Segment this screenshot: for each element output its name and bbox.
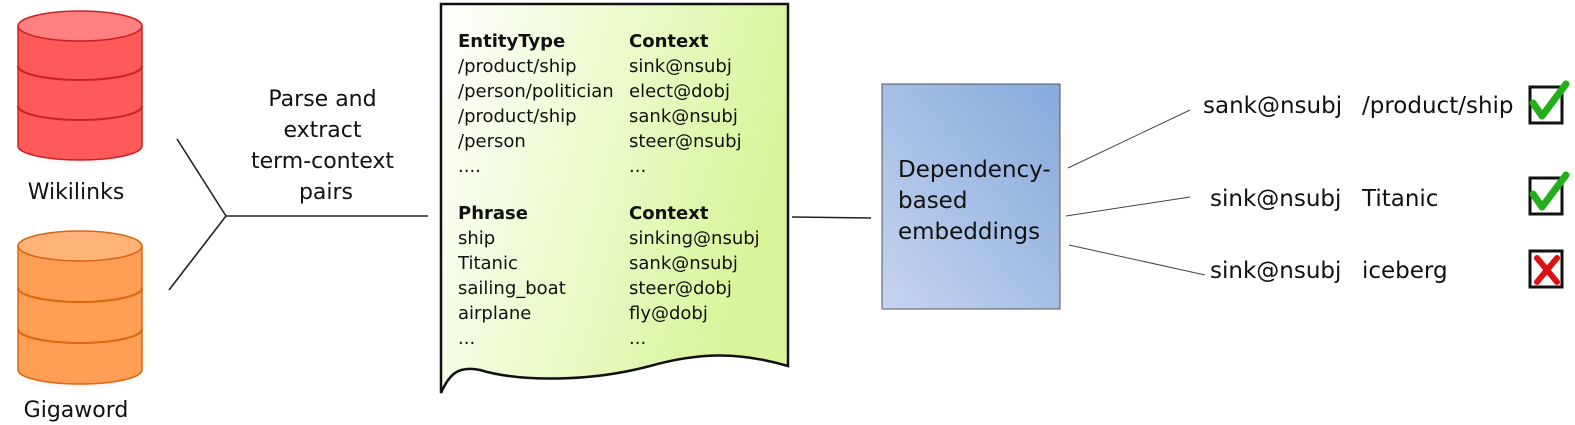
entity-row-term: /product/ship [458,56,577,77]
wikilinks-database-icon [2,10,158,170]
result-row: sink@nsubj Titanic [1210,186,1438,212]
entity-type-header: EntityType [458,31,565,52]
phrase-row-term: airplane [458,303,531,324]
merge-connector [168,138,428,291]
process-label: Parse and extract term-context pairs [251,87,401,205]
entity-row-context: sink@nsubj [629,56,732,77]
entity-context-header: Context [629,31,709,52]
process-label-line: pairs [299,180,353,205]
phrase-row-term: ship [458,228,495,249]
entity-row-term: .... [458,156,481,177]
phrase-row-context: sank@nsubj [629,253,738,274]
phrase-row-term: sailing_boat [458,278,566,299]
result-context: sink@nsubj [1210,186,1341,212]
phrase-table: Phrase Context ship sinking@nsubj Titani… [457,203,760,349]
process-label-line: Parse and [268,87,376,112]
embeddings-box [881,83,1061,310]
phrase-row-context: sinking@nsubj [629,228,760,249]
phrase-header: Phrase [458,203,528,224]
result-row: sink@nsubj iceberg [1210,258,1448,284]
phrase-context-header: Context [629,203,709,224]
phrase-row-context: steer@dobj [629,278,732,299]
embeddings-label-line: based [898,188,967,214]
entity-row-context: steer@nsubj [629,131,742,152]
result-term: Titanic [1361,186,1438,212]
result-term: /product/ship [1362,93,1514,119]
gigaword-label: Gigaword [24,398,129,423]
process-label-line: term-context [251,149,394,174]
result-term: iceberg [1362,258,1448,284]
check-icon [1528,171,1570,216]
phrase-row-context: ... [629,328,646,349]
embeddings-label-line: Dependency- [898,157,1051,183]
entity-type-table: EntityType Context /product/ship sink@ns… [458,31,742,177]
output-connectors [1065,109,1206,276]
entity-row-context: sank@nsubj [629,106,738,127]
embeddings-label: Dependency- based embeddings [898,157,1058,245]
entity-row-term: /product/ship [458,106,577,127]
entity-row-term: /person [458,131,526,152]
cross-icon [1528,249,1564,289]
result-context: sank@nsubj [1203,93,1342,119]
phrase-row-term: ... [458,328,475,349]
embeddings-label-line: embeddings [898,219,1040,245]
entity-row-term: /person/politician [458,81,614,102]
document-to-embeddings-line [791,216,872,219]
gigaword-database-icon [2,230,158,394]
document-shape [439,2,790,394]
phrase-row-context: fly@dobj [629,303,708,324]
result-row: sank@nsubj /product/ship [1203,93,1514,119]
wikilinks-label: Wikilinks [28,180,125,205]
entity-row-context: ... [629,156,646,177]
check-icon [1528,80,1570,125]
process-label-line: extract [283,118,361,143]
result-context: sink@nsubj [1210,258,1341,284]
phrase-row-term: Titanic [457,253,518,274]
entity-row-context: elect@dobj [629,81,730,102]
